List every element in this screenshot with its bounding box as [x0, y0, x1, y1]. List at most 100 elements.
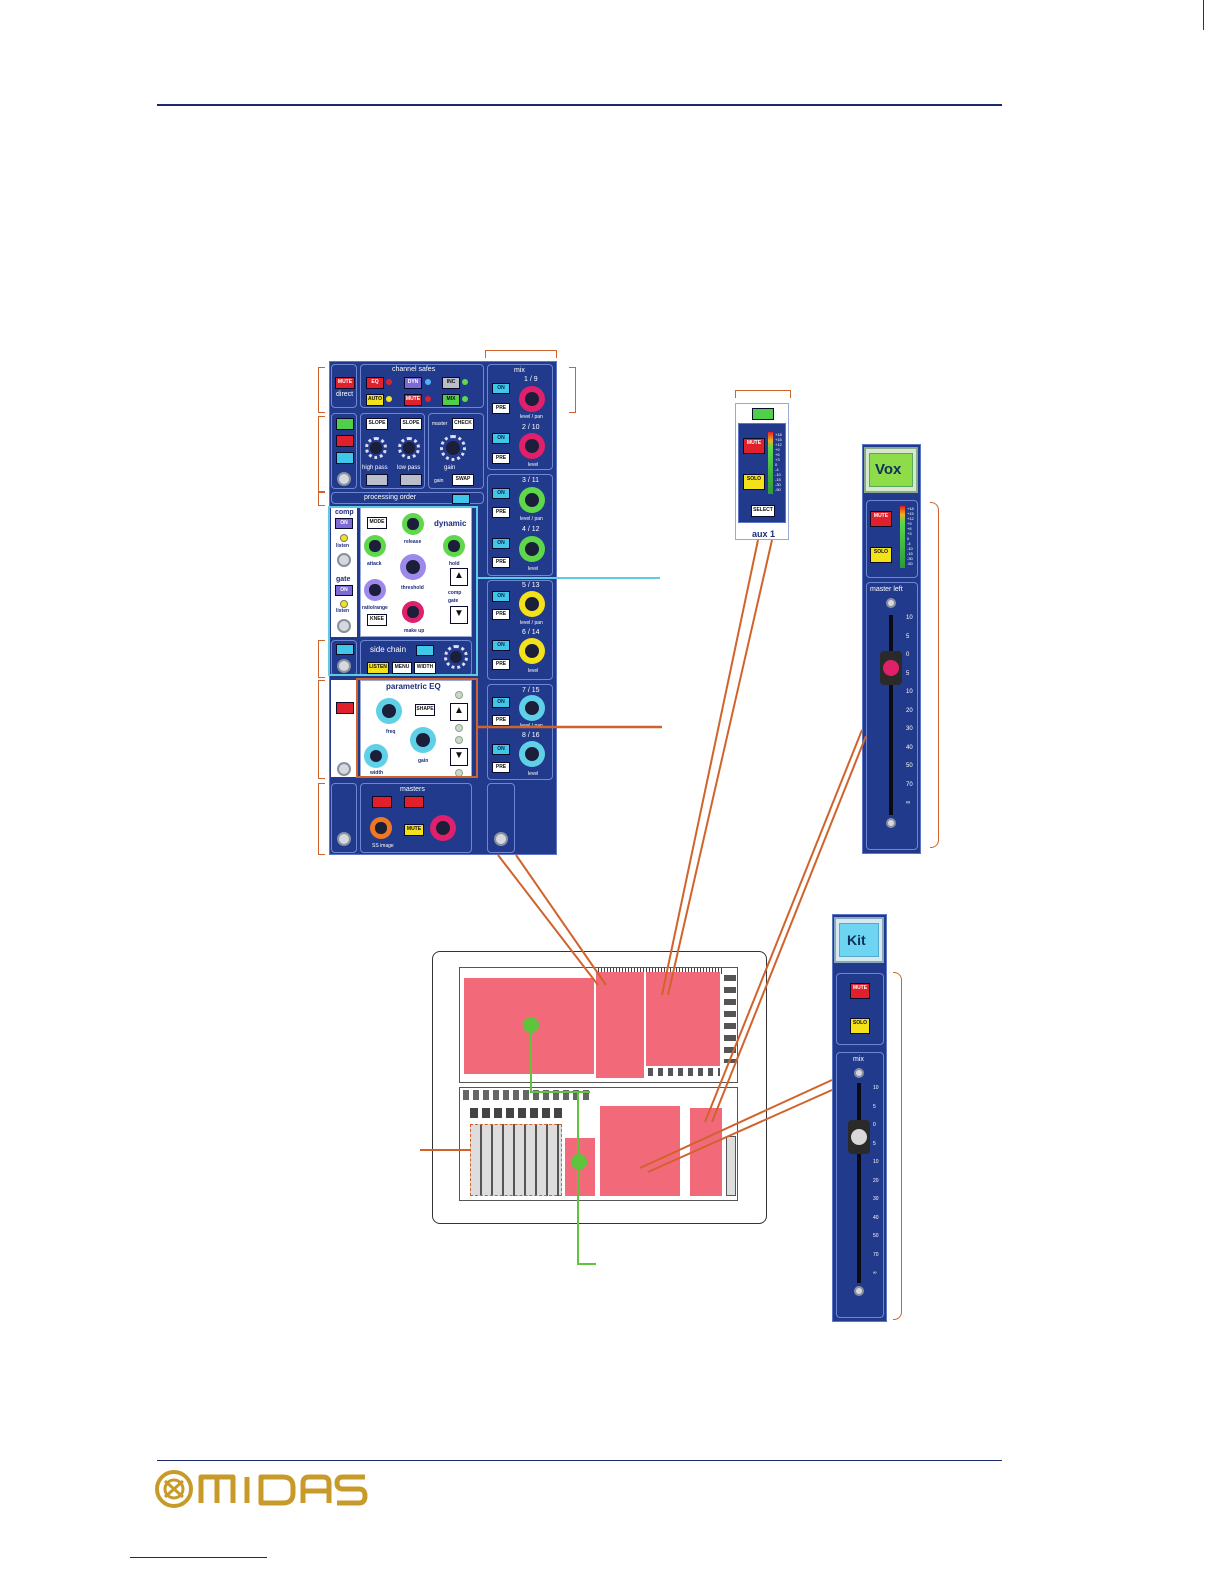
filter-hi-button[interactable] [336, 418, 354, 430]
mix-channel-3-on[interactable]: ON [492, 488, 510, 499]
mix-channel-6-pre[interactable]: PRE [492, 659, 510, 670]
mix-channel-8-on[interactable]: ON [492, 744, 510, 755]
mix-channel-6-label: 6 / 14 [522, 629, 540, 636]
comp-title: comp [335, 509, 354, 516]
mix-channel-4-pre[interactable]: PRE [492, 557, 510, 568]
masters-select-button[interactable] [337, 832, 351, 846]
mix-channel-3-knob[interactable] [519, 487, 545, 513]
eq-shape-button[interactable]: SHAPE [415, 704, 435, 716]
gate-select-button[interactable] [337, 619, 351, 633]
mix-select-button[interactable] [494, 832, 508, 846]
mix-strip-bottom-screw [854, 1286, 864, 1296]
threshold-knob[interactable] [400, 554, 426, 580]
side-chain-width-button[interactable]: WIDTH [414, 662, 436, 674]
side-chain-mode-button[interactable] [416, 645, 434, 656]
side-chain-listen-button[interactable]: LISTEN [367, 662, 389, 674]
side-chain-menu-button[interactable]: MENU [392, 662, 412, 674]
mix-channel-2-on[interactable]: ON [492, 433, 510, 444]
release-knob[interactable] [402, 513, 424, 535]
check-button[interactable]: CHECK [452, 418, 474, 430]
high-pass-slope-button[interactable]: SLOPE [366, 418, 388, 430]
aux-meter-scale-1: +15 [775, 437, 782, 442]
aux-name-button[interactable] [752, 408, 774, 420]
eq-freq-knob[interactable] [376, 698, 402, 724]
mix-channel-4-knob[interactable] [519, 536, 545, 562]
safe-mix-button[interactable]: MIX [442, 394, 460, 406]
hold-knob[interactable] [443, 535, 465, 557]
low-pass-knob[interactable] [398, 437, 420, 459]
mix-channel-5-knob[interactable] [519, 591, 545, 617]
side-chain-in-button[interactable] [336, 644, 354, 655]
mix-channel-3-pre[interactable]: PRE [492, 507, 510, 518]
mix-channel-1-pre[interactable]: PRE [492, 403, 510, 414]
mix-strip-solo-button[interactable]: SOLO [850, 1018, 870, 1034]
threshold-label: threshold [401, 585, 424, 591]
mode-button[interactable]: MODE [367, 517, 387, 529]
safe-mute-button[interactable]: MUTE [404, 394, 422, 406]
master-solo-button[interactable]: SOLO [870, 547, 892, 563]
mix-channel-7-on[interactable]: ON [492, 697, 510, 708]
high-pass-knob[interactable] [365, 437, 387, 459]
mix-channel-4-sub: level [528, 566, 539, 572]
safe-dyn-button[interactable]: DYN [404, 377, 422, 389]
aux-mute-button[interactable]: MUTE [743, 438, 765, 454]
side-chain-select-button[interactable] [337, 659, 351, 673]
mix-channel-4-on[interactable]: ON [492, 538, 510, 549]
mix-strip-fader-scale-6: 30 [873, 1196, 879, 1202]
direct-mute-button[interactable]: MUTE [335, 377, 355, 389]
low-pass-slope-button[interactable]: SLOPE [400, 418, 422, 430]
masters-right-button[interactable] [404, 796, 424, 808]
master-fader-label: master left [870, 586, 903, 593]
mix-channel-1-on[interactable]: ON [492, 383, 510, 394]
ratio-range-knob[interactable] [364, 579, 386, 601]
mix-channel-2-knob[interactable] [519, 433, 545, 459]
gain-knob[interactable] [440, 435, 466, 461]
mix-channel-8-knob[interactable] [519, 741, 545, 767]
filter-in-button[interactable] [336, 452, 354, 464]
masters-left-button[interactable] [372, 796, 392, 808]
safe-auto-button[interactable]: AUTO [366, 394, 384, 406]
eq-gain-knob[interactable] [410, 727, 436, 753]
knee-button[interactable]: KNEE [367, 614, 387, 626]
masters-mute-button[interactable]: MUTE [404, 824, 424, 836]
safe-eq-button[interactable]: EQ [366, 377, 384, 389]
side-chain-knob[interactable] [444, 645, 468, 669]
aux-select-button[interactable]: SELECT [751, 505, 775, 517]
filter-left-column [331, 413, 357, 489]
mix-channel-2-pre[interactable]: PRE [492, 453, 510, 464]
eq-width-knob[interactable] [364, 744, 388, 768]
masters-pan-knob[interactable] [430, 815, 456, 841]
master-meter-scale-1: +15 [907, 511, 914, 516]
processing-order-button[interactable] [452, 494, 470, 504]
comp-gate-down-button[interactable]: ▼ [450, 606, 468, 624]
mix-channel-6-knob[interactable] [519, 638, 545, 664]
mix-channel-1-knob[interactable] [519, 386, 545, 412]
swap-button[interactable]: SWAP [452, 474, 474, 486]
eq-band-up-button[interactable]: ▲ [450, 703, 468, 721]
comp-gate-up-button[interactable]: ▲ [450, 568, 468, 586]
comp-select-button[interactable] [337, 553, 351, 567]
mix-channel-7-knob[interactable] [519, 695, 545, 721]
eq-band-down-button[interactable]: ▼ [450, 748, 468, 766]
masters-image-knob[interactable] [370, 817, 392, 839]
gate-on-button[interactable]: ON [335, 585, 353, 596]
mix-channel-5-on[interactable]: ON [492, 591, 510, 602]
filter-lo-button[interactable] [336, 435, 354, 447]
eq-in-button[interactable] [336, 702, 354, 714]
gate-title: gate [336, 576, 351, 583]
mix-channel-5-pre[interactable]: PRE [492, 609, 510, 620]
filter-select-button[interactable] [337, 472, 351, 486]
mix-channel-8-pre[interactable]: PRE [492, 762, 510, 773]
mix-channel-7-pre[interactable]: PRE [492, 715, 510, 726]
high-pass-curve-button[interactable] [366, 474, 388, 486]
comp-on-button[interactable]: ON [335, 518, 353, 529]
mix-channel-6-on[interactable]: ON [492, 640, 510, 651]
mix-strip-mute-button[interactable]: MUTE [850, 983, 870, 999]
low-pass-curve-button[interactable] [400, 474, 422, 486]
safe-inc-button[interactable]: INC [442, 377, 460, 389]
master-mute-button[interactable]: MUTE [870, 511, 892, 527]
eq-select-button[interactable] [337, 762, 351, 776]
attack-knob[interactable] [364, 535, 386, 557]
make-up-knob[interactable] [402, 601, 424, 623]
aux-solo-button[interactable]: SOLO [743, 474, 765, 490]
